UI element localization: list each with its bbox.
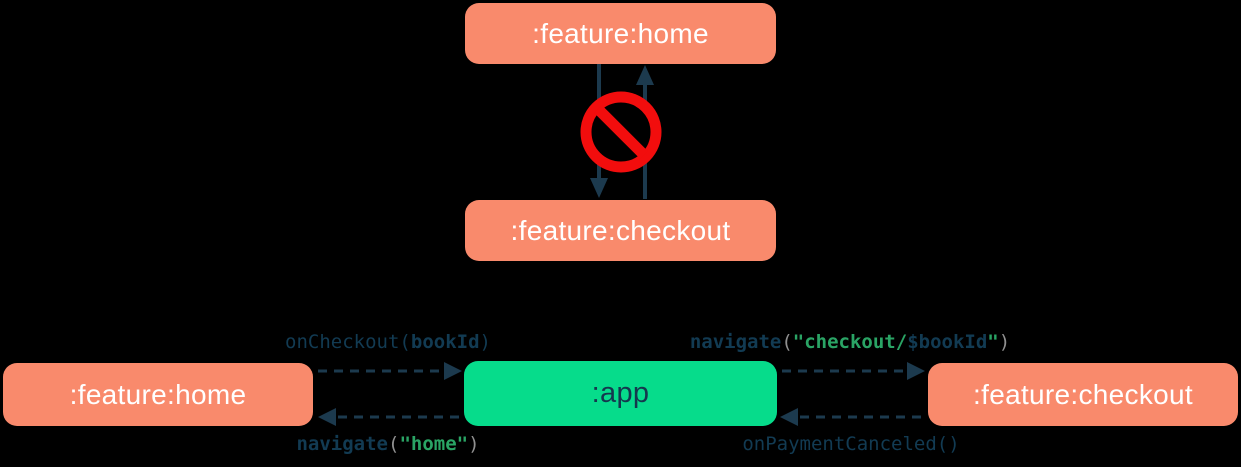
edge-label-navigate-checkout: navigate("checkout/$bookId") xyxy=(689,331,1011,353)
no-entry-icon xyxy=(580,91,662,173)
arrowhead-down-icon xyxy=(590,178,608,198)
bottom-feature-home-module-box: :feature:home xyxy=(3,363,313,426)
edge-label-onpaymentcanceled: onPaymentCanceled() xyxy=(742,433,960,455)
edge-label-oncheckout: onCheckout(bookId) xyxy=(285,331,491,353)
module-label: :feature:home xyxy=(532,17,709,49)
arrowhead-up-icon xyxy=(636,65,654,85)
edge-app-to-home-arrow xyxy=(318,408,459,426)
module-label: :feature:home xyxy=(69,378,247,410)
top-feature-home-module-box: :feature:home xyxy=(465,3,776,64)
arrowhead-left-icon xyxy=(318,408,336,426)
module-label: :feature:checkout xyxy=(973,378,1193,410)
bottom-app-module-box: :app xyxy=(464,361,777,426)
top-feature-checkout-module-box: :feature:checkout xyxy=(465,200,776,261)
edge-checkout-to-app-arrow xyxy=(780,408,921,426)
module-label: :app xyxy=(591,377,650,409)
arrowhead-right-icon xyxy=(444,362,462,380)
bottom-feature-checkout-module-box: :feature:checkout xyxy=(928,363,1238,426)
edge-label-navigate-home: navigate("home") xyxy=(296,433,480,455)
module-label: :feature:checkout xyxy=(510,214,731,246)
edge-home-to-app-arrow xyxy=(318,362,462,380)
edge-app-to-checkout-arrow xyxy=(782,362,925,380)
arrowhead-left-icon xyxy=(780,408,798,426)
arrowhead-right-icon xyxy=(907,362,925,380)
